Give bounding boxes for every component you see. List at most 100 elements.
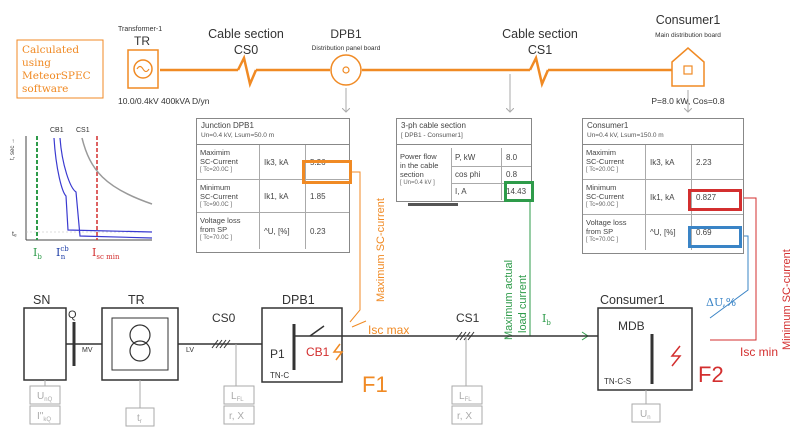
tncs-label: TN-C-S xyxy=(604,377,631,386)
consumer-param: ^U, [%] xyxy=(645,215,676,250)
cb1-curve-lower xyxy=(59,137,153,239)
consumer-table-header: Consumer1 Un=0.4 kV, Lsum=150.0 m xyxy=(583,119,743,145)
consumer-table: Consumer1 Un=0.4 kV, Lsum=150.0 m Maximi… xyxy=(582,118,744,254)
cb1-switch-icon xyxy=(309,325,325,337)
un-label: Un xyxy=(640,409,651,421)
cb1-label: CB1 xyxy=(306,345,330,359)
cb1-curve-upper xyxy=(53,137,153,233)
junction-param: Ik3, kA xyxy=(259,145,288,179)
tr-box xyxy=(101,307,179,381)
cs1-cable-curve xyxy=(81,137,153,205)
calc-note-line: software xyxy=(22,83,68,95)
unq-label: UnQ xyxy=(37,391,53,403)
curve-cs1-label: CS1 xyxy=(76,127,90,134)
dpb1-box xyxy=(261,307,343,383)
dpb-icon xyxy=(330,54,362,86)
cable-row: P, kW 8.0 xyxy=(451,148,531,167)
lfl-box xyxy=(223,385,255,405)
y-axis-label: t, sec → xyxy=(10,138,16,160)
f2-fault-icon xyxy=(670,345,682,367)
ib-label: Ib xyxy=(33,246,42,261)
max-sc-link xyxy=(349,171,361,323)
isc-min-flow-label: Isc min xyxy=(740,345,778,359)
dpb-subtitle: Distribution panel board xyxy=(312,45,381,52)
q-label: Q xyxy=(68,309,77,321)
f1-fault-icon xyxy=(332,343,344,361)
calc-note-box xyxy=(16,39,104,99)
consumer-param: Ik3, kA xyxy=(645,145,674,179)
sn-label: SN xyxy=(33,293,50,307)
junction-value: 0.23 xyxy=(305,213,326,249)
sn-box xyxy=(23,307,67,381)
max-load-annotation-line2: load current xyxy=(517,275,529,333)
cable-table-header: 3-ph cable section [ DPB1 - Consumer1] xyxy=(397,119,531,145)
voltage-loss-link xyxy=(709,235,749,319)
calc-note-line: using xyxy=(22,57,51,69)
cable-flow-label: Power flow xyxy=(400,152,437,161)
cable-row: I, A 14.43 xyxy=(451,183,531,200)
junction-param: ^U, [%] xyxy=(259,213,290,249)
max-sc-annotation: Maximum SC-current xyxy=(375,198,387,302)
unq-box xyxy=(29,385,61,405)
house-icon xyxy=(671,47,705,87)
min-sc-highlight xyxy=(688,189,742,211)
consumer-value: 0.69 xyxy=(691,215,712,250)
min-sc-link xyxy=(710,197,757,341)
cs1-cable-marks xyxy=(455,331,475,341)
min-sc-annotation: Minimum SC-current xyxy=(781,249,793,350)
rx-box xyxy=(223,405,255,425)
mdb-label: MDB xyxy=(618,319,645,333)
rx2-box xyxy=(451,405,483,425)
curve-cb1-label: CB1 xyxy=(50,127,64,134)
transformer-code: TR xyxy=(134,34,150,48)
consumer1-label: Consumer1 xyxy=(600,293,665,307)
isc-min-label: Isc min xyxy=(92,246,120,261)
tr-param-label: tr xyxy=(137,413,142,425)
lfl-label: LFL xyxy=(231,391,244,403)
calc-note-text: Calculated using MeteorSPEC software xyxy=(22,44,91,95)
load-current-link xyxy=(529,188,588,337)
cable-table-title: 3-ph cable section xyxy=(401,121,466,130)
cs1-label-line2: CS1 xyxy=(528,43,552,57)
schematic: SN Q MV TR LV CS0 DPB1 P1 CB1 TN-C F1 CS… xyxy=(23,293,724,427)
cable-flow-cond: [ Un=0.4 kV ] xyxy=(400,180,435,186)
lfl2-box xyxy=(451,385,483,405)
consumer-value: 0.827 xyxy=(691,180,716,214)
cs0-schematic-label: CS0 xyxy=(212,311,236,325)
junction-param: Ik1, kA xyxy=(259,180,288,212)
cs1-schematic-label: CS1 xyxy=(456,311,480,325)
lv-label: LV xyxy=(186,347,194,354)
cable-table-shadow-bar xyxy=(408,203,458,206)
junction-value: 1.85 xyxy=(305,180,326,212)
tr-label: TR xyxy=(128,293,145,307)
un-box xyxy=(631,403,661,423)
cs1-label-line1: Cable section xyxy=(502,27,578,41)
rx-label: r, X xyxy=(229,411,244,422)
top-feeder xyxy=(160,54,672,89)
isc-max-label: Isc max xyxy=(368,323,409,337)
calc-note-line: MeteorSPEC xyxy=(22,70,91,82)
mdb-box xyxy=(597,307,693,391)
cs0-label-line1: Cable section xyxy=(208,27,284,41)
ikq-box xyxy=(29,405,61,425)
lfl2-label: LFL xyxy=(459,391,472,403)
transformer-rating: 10.0/0.4kV 400kVA D/yn xyxy=(118,96,210,106)
f2-label: F2 xyxy=(698,362,724,387)
voltage-loss-highlight xyxy=(688,226,742,248)
calc-note-line: Calculated xyxy=(22,44,79,56)
dpb1-label: DPB1 xyxy=(282,293,315,307)
rx2-label: r, X xyxy=(457,411,472,422)
tc-label: tₑ xyxy=(12,231,17,238)
junction-table: Junction DPB1 Un=0.4 kV, Lsum=50.0 m Max… xyxy=(196,118,350,253)
dpb-title: DPB1 xyxy=(330,27,362,41)
cable-row: cos phi 0.8 xyxy=(451,166,531,184)
junction-table-subtitle: Un=0.4 kV, Lsum=50.0 m xyxy=(201,132,275,139)
tnc-label: TN-C xyxy=(270,371,289,380)
max-sc-highlight xyxy=(302,160,352,184)
